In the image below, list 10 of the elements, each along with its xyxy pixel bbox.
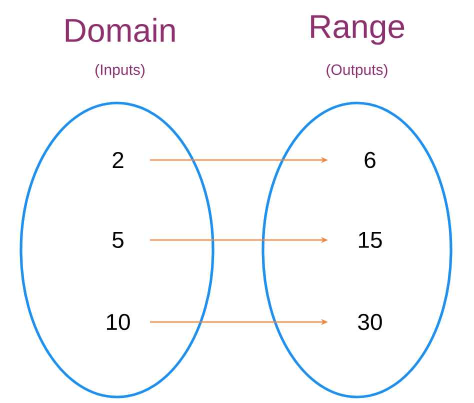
subheading: (Inputs) bbox=[96, 64, 144, 78]
number: 5 bbox=[112, 232, 124, 248]
number: 15 bbox=[358, 232, 382, 248]
number: 10 bbox=[106, 314, 130, 330]
heading: Domain bbox=[66, 18, 175, 42]
subheading: (Outputs) bbox=[326, 64, 388, 78]
number: 30 bbox=[358, 314, 382, 330]
number: 2 bbox=[112, 152, 124, 168]
heading: Range bbox=[311, 15, 404, 45]
number: 6 bbox=[364, 152, 376, 168]
